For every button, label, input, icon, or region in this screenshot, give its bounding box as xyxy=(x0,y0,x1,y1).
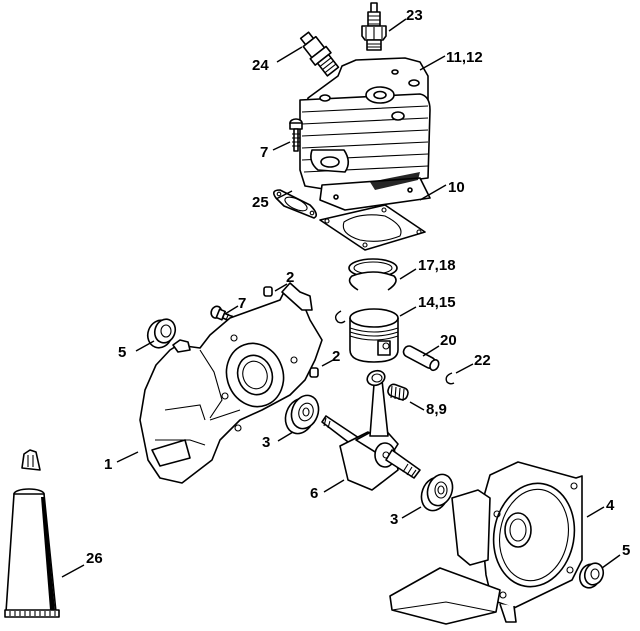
piston-pin xyxy=(402,345,440,372)
callout-23: 23 xyxy=(406,7,423,24)
callout-25: 25 xyxy=(252,194,269,211)
sealant-tube xyxy=(4,449,60,618)
callout-1: 1 xyxy=(104,456,112,473)
oil-seal-left xyxy=(146,318,177,349)
muffler-gasket xyxy=(272,189,318,219)
circlip-right xyxy=(445,372,455,385)
callout-8-9: 8,9 xyxy=(426,401,447,418)
leader-lines xyxy=(61,18,621,578)
crankshaft xyxy=(321,369,421,491)
ball-bearing-left xyxy=(284,394,320,435)
callout-7-upper: 7 xyxy=(260,144,268,161)
cylinder xyxy=(299,57,431,211)
callout-2-upper: 2 xyxy=(286,269,294,286)
callout-26: 26 xyxy=(86,550,103,567)
callout-5-right: 5 xyxy=(622,542,630,559)
ball-bearing-right xyxy=(420,473,454,512)
needle-cage xyxy=(387,383,409,402)
callout-3-right: 3 xyxy=(390,511,398,528)
crankcase-left-half xyxy=(139,282,323,484)
piston xyxy=(349,308,399,363)
callout-6: 6 xyxy=(310,485,318,502)
callout-2-lower: 2 xyxy=(332,348,340,365)
piston-rings xyxy=(348,258,398,291)
callout-3-left: 3 xyxy=(262,434,270,451)
callout-11-12: 11,12 xyxy=(446,49,483,66)
sleeve-upper xyxy=(263,286,273,297)
callout-22: 22 xyxy=(474,352,491,369)
screw-cylinder xyxy=(289,118,303,152)
callout-17-18: 17,18 xyxy=(418,257,456,274)
callout-7-lower: 7 xyxy=(238,295,246,312)
decompression-valve xyxy=(299,31,340,77)
callout-20: 20 xyxy=(440,332,457,349)
callout-24: 24 xyxy=(252,57,269,74)
circlip-left xyxy=(334,310,346,324)
crankcase-right-half xyxy=(389,461,583,625)
callout-4: 4 xyxy=(606,497,615,514)
callout-14-15: 14,15 xyxy=(418,294,456,311)
callout-5-left: 5 xyxy=(118,344,126,361)
sleeve-lower xyxy=(309,367,319,378)
oil-seal-right xyxy=(578,562,605,589)
cylinder-base-gasket xyxy=(319,204,426,251)
callout-10: 10 xyxy=(448,179,465,196)
spark-plug xyxy=(361,2,387,51)
